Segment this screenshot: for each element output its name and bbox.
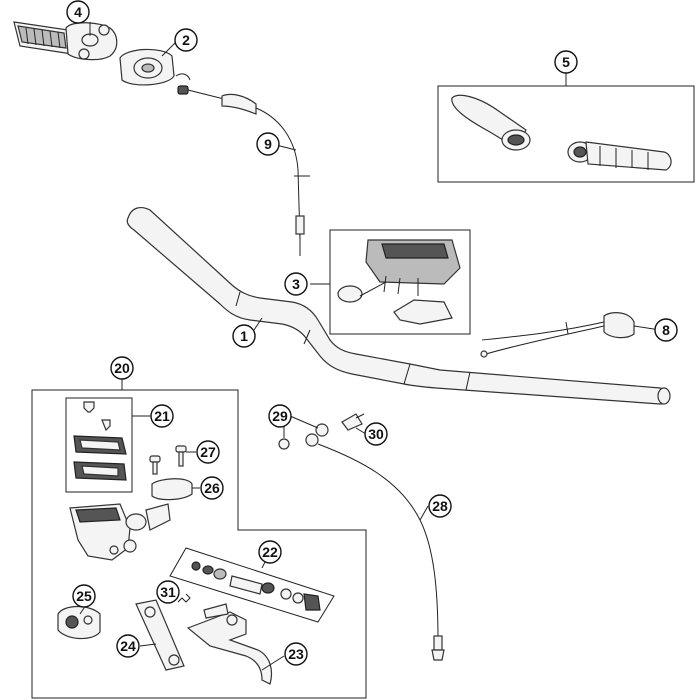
handlebar	[126, 207, 671, 405]
clutch-parts-box	[31, 389, 367, 699]
callout-25: 25	[72, 584, 96, 608]
piston-kit	[191, 561, 321, 611]
callout-25-label: 25	[76, 588, 92, 604]
callout-5-label: 5	[562, 54, 570, 70]
callout-3: 3	[284, 272, 308, 296]
callout-24: 24	[116, 634, 140, 658]
callout-27-label: 27	[200, 444, 216, 460]
callout-29: 29	[268, 404, 292, 428]
bracket-plate	[135, 599, 185, 671]
callout-8-label: 8	[662, 322, 670, 338]
callout-8: 8	[654, 318, 678, 342]
callout-30-label: 30	[368, 426, 384, 442]
callout-22: 22	[258, 540, 282, 564]
callout-20-label: 20	[114, 360, 130, 376]
callout-26: 26	[200, 476, 224, 500]
hot-start-housing	[57, 605, 101, 640]
callout-22-label: 22	[262, 544, 278, 560]
callout-20: 20	[110, 356, 134, 380]
callout-2-label: 2	[182, 32, 190, 48]
callout-2: 2	[174, 28, 198, 52]
grip-left	[451, 94, 531, 151]
throttle-housing-cover	[119, 48, 175, 86]
callout-5: 5	[554, 50, 578, 74]
callout-9-label: 9	[264, 136, 272, 152]
callout-23-label: 23	[288, 646, 304, 662]
master-cylinder-cover-kit	[73, 401, 127, 481]
cable-adjuster	[341, 413, 365, 431]
callout-9: 9	[256, 132, 280, 156]
callout-31: 31	[156, 580, 180, 604]
throttle-grip-assembly	[13, 21, 118, 61]
hot-start-cable	[305, 433, 445, 661]
engine-stop-switch-cable	[480, 312, 635, 358]
leader-lines	[79, 22, 661, 671]
callout-23: 23	[284, 642, 308, 666]
handlebar-clamp	[151, 478, 193, 501]
callout-21: 21	[150, 404, 174, 428]
callout-1: 1	[232, 324, 256, 348]
callout-24-label: 24	[120, 638, 136, 654]
callout-4-label: 4	[74, 4, 82, 20]
clutch-lever	[186, 603, 273, 685]
clutch-master-cylinder	[69, 503, 171, 561]
piston-kit-box	[169, 547, 335, 623]
callout-29-label: 29	[272, 408, 288, 424]
callout-26-label: 26	[204, 480, 220, 496]
callout-31-label: 31	[160, 584, 176, 600]
throttle-cable	[175, 73, 310, 256]
callout-3-label: 3	[292, 276, 300, 292]
callout-21-label: 21	[154, 408, 170, 424]
callout-27: 27	[196, 440, 220, 464]
callout-28: 28	[428, 494, 452, 518]
kill-switch	[337, 239, 461, 325]
switch-box	[329, 229, 471, 335]
callout-markers: 1 2 3 4 5 8 9 20	[66, 0, 678, 666]
callout-28-label: 28	[432, 498, 448, 514]
screws	[149, 445, 187, 475]
grip-right	[567, 141, 672, 171]
spring	[177, 593, 191, 603]
callout-30: 30	[364, 422, 388, 446]
repair-kit-box	[65, 397, 133, 493]
callout-1-label: 1	[240, 328, 248, 344]
callout-4: 4	[66, 0, 90, 24]
